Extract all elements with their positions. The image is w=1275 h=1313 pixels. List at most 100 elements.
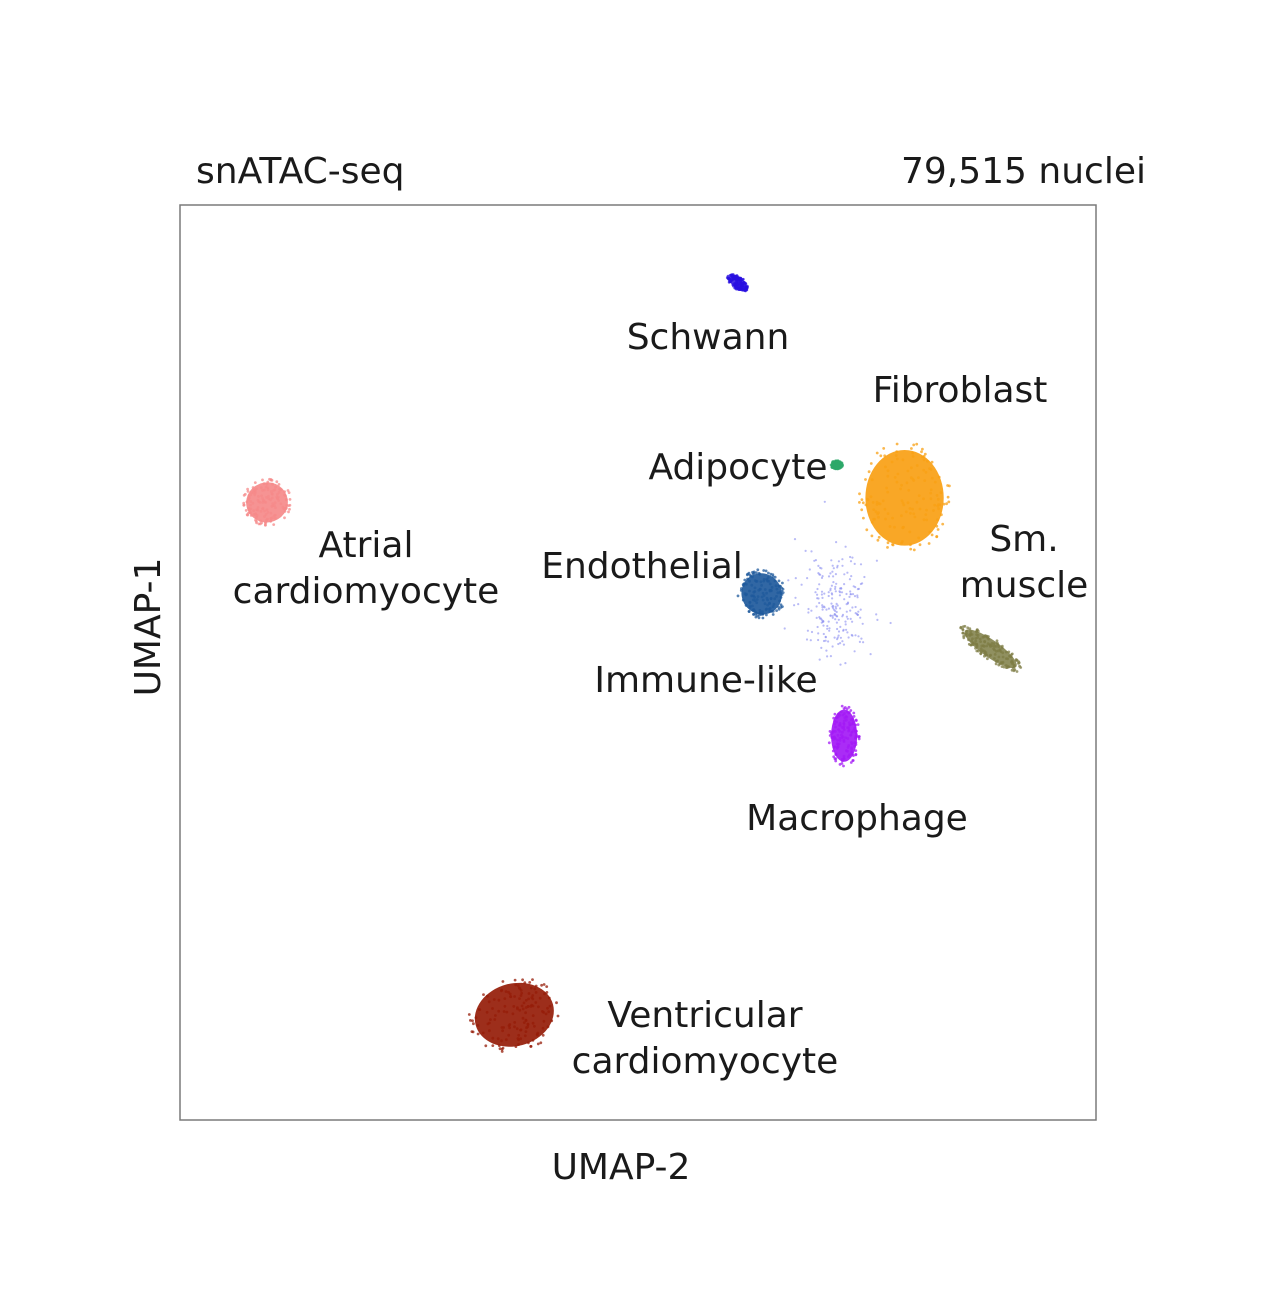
point xyxy=(744,604,748,607)
cluster-ventricular-cardiomyocyte xyxy=(467,978,560,1053)
point xyxy=(849,761,853,764)
point xyxy=(831,593,834,596)
plot-frame xyxy=(179,204,1097,1121)
point xyxy=(267,494,270,498)
point xyxy=(266,510,270,514)
point xyxy=(936,497,940,501)
point xyxy=(970,633,974,636)
point xyxy=(815,605,818,608)
point xyxy=(998,649,1002,652)
point xyxy=(773,597,777,601)
point xyxy=(915,500,919,504)
point xyxy=(928,530,932,534)
cluster-label-line: Endothelial xyxy=(541,546,743,587)
point xyxy=(912,548,916,552)
point xyxy=(994,649,998,653)
point xyxy=(773,575,777,579)
point xyxy=(832,567,835,570)
point xyxy=(513,978,517,982)
point xyxy=(524,1011,527,1015)
point xyxy=(775,609,778,612)
point xyxy=(522,1001,526,1005)
point xyxy=(496,1037,500,1041)
point xyxy=(845,628,848,631)
point xyxy=(761,610,764,614)
point xyxy=(835,720,838,724)
point xyxy=(1002,665,1006,669)
point xyxy=(853,650,856,653)
point xyxy=(533,1024,536,1028)
point xyxy=(842,719,846,723)
point xyxy=(829,589,832,592)
point xyxy=(485,1010,489,1014)
point xyxy=(828,629,831,632)
point xyxy=(871,501,875,504)
point xyxy=(839,607,842,610)
point xyxy=(827,607,831,610)
point xyxy=(249,514,253,517)
point xyxy=(264,513,268,516)
point xyxy=(793,538,797,541)
point xyxy=(834,618,837,621)
point xyxy=(866,498,870,502)
point xyxy=(831,614,834,618)
point xyxy=(838,713,842,717)
point xyxy=(829,655,833,658)
point xyxy=(497,1009,501,1013)
point xyxy=(815,616,818,620)
point xyxy=(841,759,844,763)
point xyxy=(839,663,842,666)
point xyxy=(1017,660,1020,664)
point xyxy=(249,511,252,514)
point xyxy=(994,659,998,663)
point xyxy=(246,487,250,491)
point xyxy=(909,547,913,551)
point xyxy=(986,657,989,661)
point xyxy=(771,609,775,613)
point xyxy=(261,506,265,510)
point xyxy=(757,571,761,575)
point xyxy=(513,1021,517,1024)
point xyxy=(256,506,260,509)
point xyxy=(265,482,269,486)
point xyxy=(750,583,754,587)
cluster-schwann xyxy=(725,273,749,293)
point xyxy=(849,593,853,596)
point xyxy=(818,658,821,661)
point xyxy=(907,488,911,492)
point xyxy=(775,595,778,598)
point xyxy=(765,607,768,611)
point xyxy=(993,657,996,660)
point xyxy=(735,285,739,289)
point xyxy=(851,593,855,596)
point xyxy=(844,545,847,548)
point xyxy=(742,584,745,587)
point xyxy=(849,617,852,621)
point xyxy=(993,653,997,656)
point xyxy=(979,649,983,653)
cluster-label-immune-like: Immune-like xyxy=(594,660,817,701)
point xyxy=(251,501,255,505)
point xyxy=(830,736,834,739)
point xyxy=(522,1021,526,1024)
point xyxy=(500,1050,504,1053)
point xyxy=(937,503,940,506)
point xyxy=(848,711,851,714)
point xyxy=(1001,655,1005,659)
point xyxy=(881,499,885,503)
point xyxy=(843,598,846,601)
point xyxy=(930,476,934,480)
point xyxy=(266,480,270,484)
cluster-label-sm-muscle: Sm.muscle xyxy=(960,519,1089,606)
point xyxy=(269,490,273,493)
point xyxy=(260,494,263,498)
point xyxy=(872,517,875,521)
point xyxy=(1012,666,1015,670)
point xyxy=(882,447,886,450)
point xyxy=(820,576,824,580)
point xyxy=(935,535,939,538)
point xyxy=(981,635,985,639)
point xyxy=(840,736,844,740)
point xyxy=(837,642,840,646)
point xyxy=(826,624,829,628)
